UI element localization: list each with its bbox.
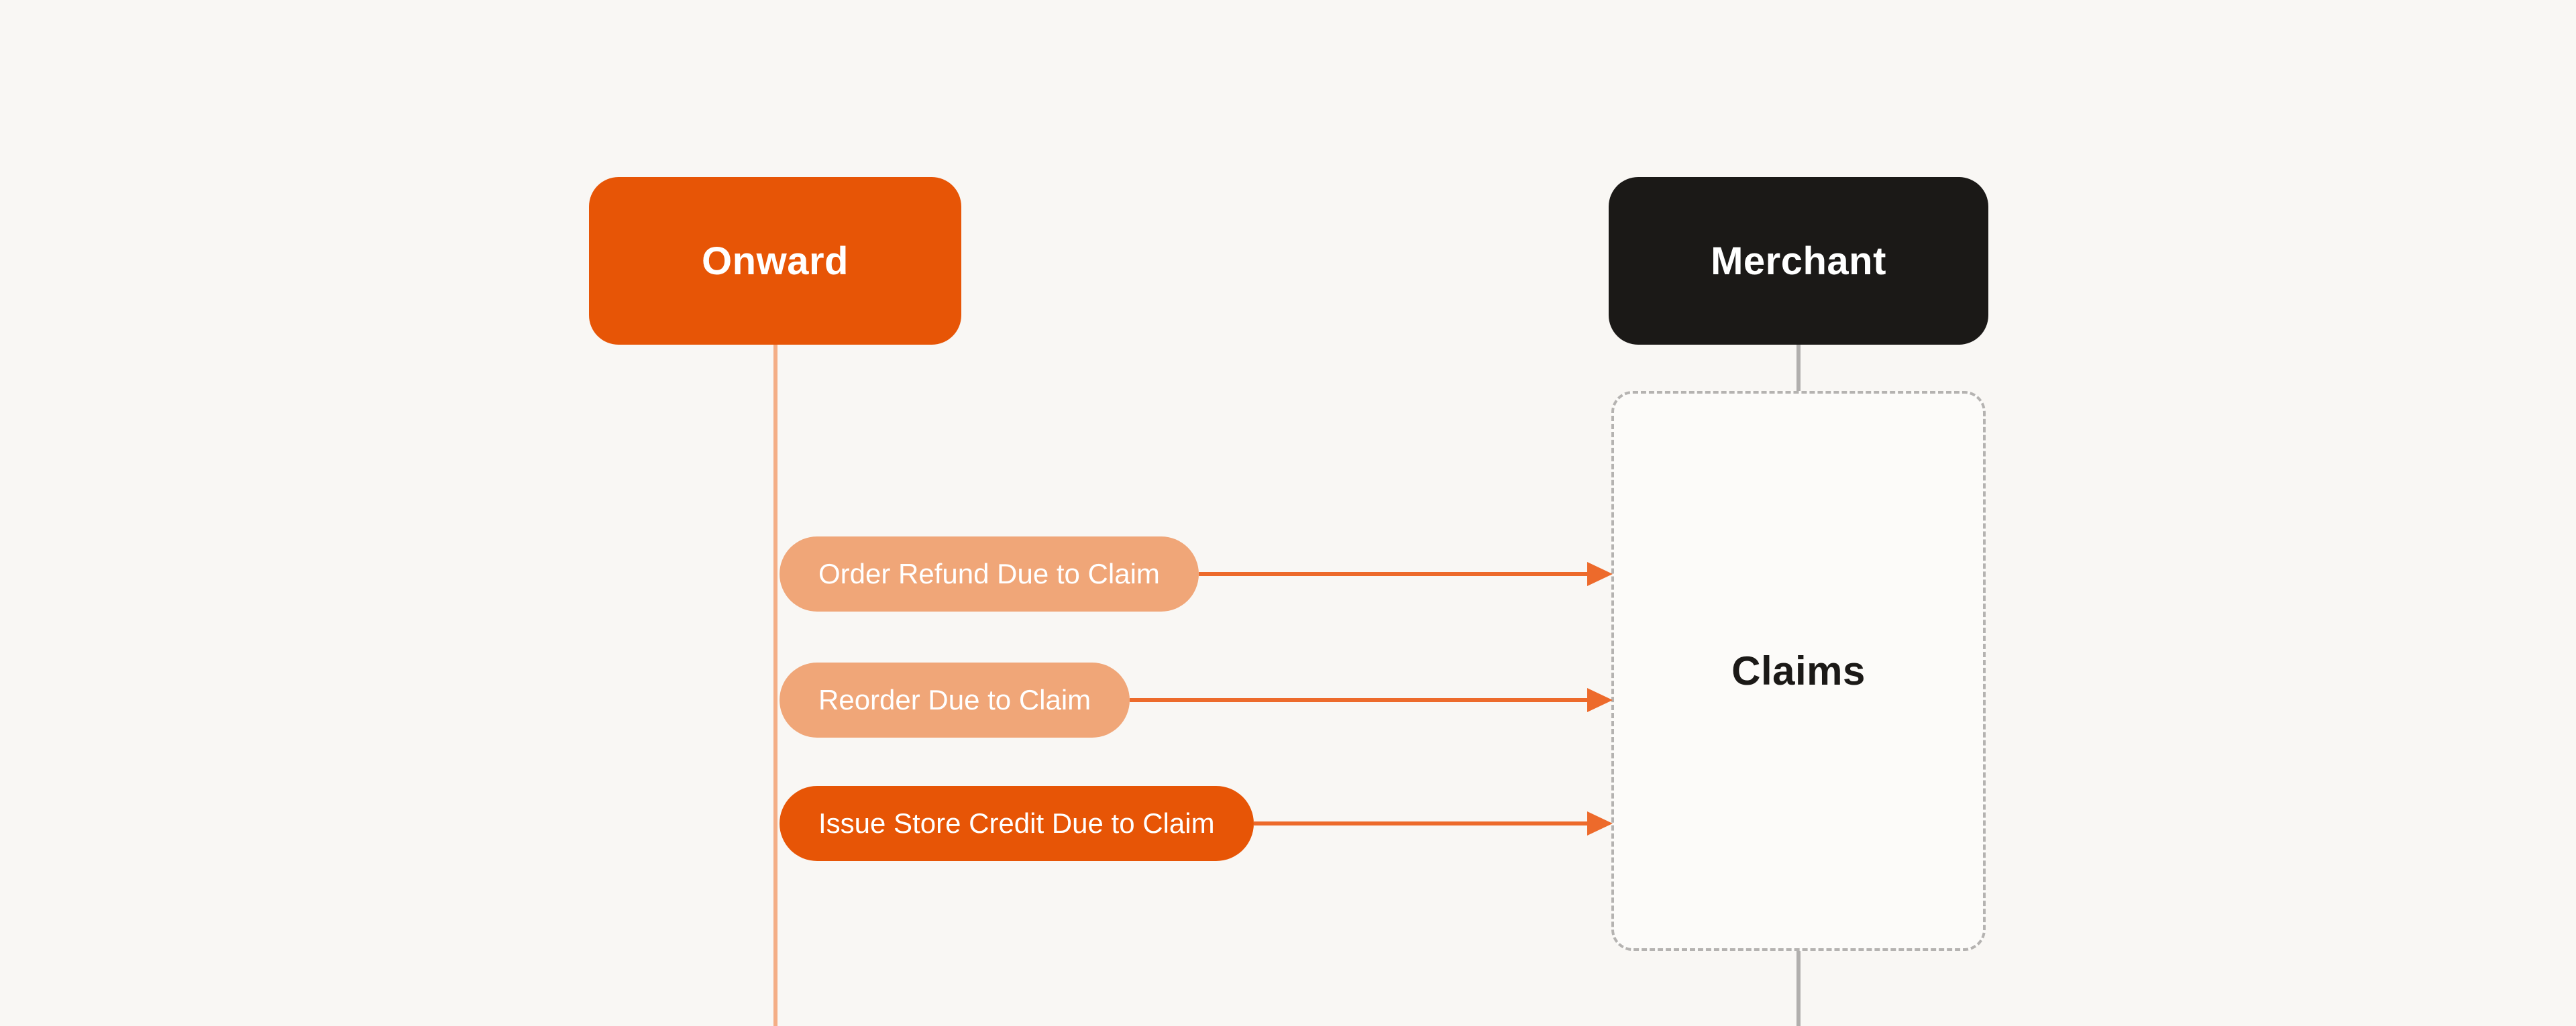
arrow-head-icon bbox=[1587, 811, 1613, 836]
actor-label-merchant: Merchant bbox=[1711, 239, 1886, 283]
onward-lifeline bbox=[773, 345, 777, 1026]
message-pill-store-credit: Issue Store Credit Due to Claim bbox=[780, 786, 1254, 861]
actor-label-onward: Onward bbox=[702, 239, 849, 283]
message-row-store-credit: Issue Store Credit Due to Claim bbox=[780, 786, 1613, 861]
arrow-line-reorder bbox=[1130, 698, 1587, 702]
merchant-lifeline-upper bbox=[1796, 343, 1801, 392]
actor-box-merchant: Merchant bbox=[1609, 177, 1988, 345]
claims-group-label: Claims bbox=[1731, 648, 1866, 693]
message-row-order-refund: Order Refund Due to Claim bbox=[780, 536, 1613, 612]
actor-box-onward: Onward bbox=[589, 177, 961, 345]
message-pill-reorder: Reorder Due to Claim bbox=[780, 663, 1130, 738]
arrow-head-icon bbox=[1587, 688, 1613, 712]
claims-group-box: Claims bbox=[1611, 391, 1986, 951]
message-label-store-credit: Issue Store Credit Due to Claim bbox=[818, 807, 1215, 839]
arrow-line-order-refund bbox=[1198, 572, 1587, 576]
arrow-head-icon bbox=[1587, 562, 1613, 586]
message-label-reorder: Reorder Due to Claim bbox=[818, 684, 1091, 716]
merchant-lifeline-lower bbox=[1796, 950, 1801, 1026]
message-row-reorder: Reorder Due to Claim bbox=[780, 663, 1613, 738]
message-label-order-refund: Order Refund Due to Claim bbox=[818, 558, 1160, 589]
message-pill-order-refund: Order Refund Due to Claim bbox=[780, 536, 1199, 612]
arrow-line-store-credit bbox=[1253, 821, 1587, 825]
